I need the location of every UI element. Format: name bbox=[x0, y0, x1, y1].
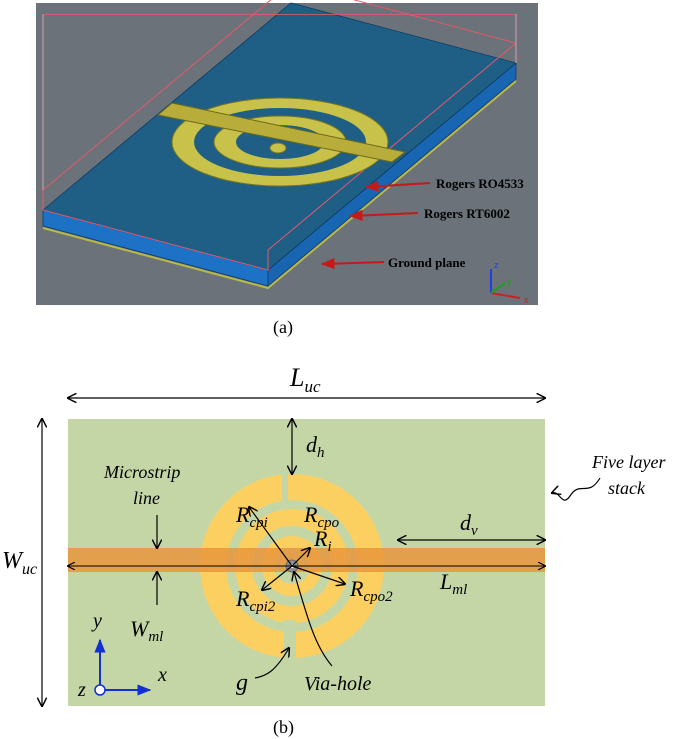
label-dv: dv bbox=[460, 510, 478, 539]
z-axis-out-of-page bbox=[94, 684, 106, 696]
axis-y-label: y bbox=[507, 277, 512, 287]
label-r-cpi2: Rcpi2 bbox=[235, 586, 276, 615]
label-wml: Wml bbox=[130, 616, 163, 645]
panel-a-3d-view: Rogers RO4533 Rogers RT6002 Ground plane… bbox=[36, 0, 538, 305]
label-microstrip-1: Microstrip bbox=[103, 462, 180, 482]
axis-z-label-2d: z bbox=[77, 679, 86, 701]
label-microstrip-2: line bbox=[133, 488, 160, 508]
r-cpi2-arrow bbox=[262, 565, 293, 590]
r-i-arrow bbox=[291, 548, 310, 567]
microstrip-line-3d bbox=[156, 102, 407, 163]
caption-a: (a) bbox=[273, 317, 293, 338]
top-layer-edge bbox=[43, 14, 516, 15]
axis-x-label-2d: x bbox=[157, 664, 167, 686]
panel-b-top-view: Luc Wuc dh dv Lml Wml Microstrip line Fi… bbox=[2, 363, 666, 706]
top-layer-outline-front bbox=[42, 42, 517, 271]
label-r-cpi: Rcpi bbox=[235, 502, 268, 531]
arrow-ground bbox=[320, 257, 385, 270]
y-axis-line bbox=[490, 282, 506, 294]
caption-b: (b) bbox=[273, 717, 294, 738]
label-five-layer-2: stack bbox=[608, 478, 646, 498]
ground-plane-edge bbox=[42, 80, 517, 290]
label-five-layer-1: Five layer bbox=[591, 452, 666, 472]
label-via-hole: Via-hole bbox=[304, 673, 372, 695]
gap-pointer bbox=[254, 648, 289, 679]
label-r-cpo2: Rcpo2 bbox=[349, 576, 393, 605]
r-cpi-arrow bbox=[249, 507, 293, 567]
axis-triad-2d: y x z bbox=[77, 610, 167, 701]
label-ro4533: Rogers RO4533 bbox=[436, 176, 524, 191]
axis-x-label: x bbox=[524, 295, 529, 305]
label-lml: Lml bbox=[439, 569, 467, 598]
label-wuc: Wuc bbox=[2, 548, 37, 578]
arrow-rt6002 bbox=[348, 209, 419, 222]
r-cpo2-arrow bbox=[291, 565, 345, 584]
via-pad-3d bbox=[269, 142, 287, 154]
label-luc: Luc bbox=[289, 363, 321, 396]
label-rt6002: Rogers RT6002 bbox=[424, 206, 510, 221]
label-g: g bbox=[236, 670, 248, 696]
label-ground-plane: Ground plane bbox=[388, 255, 466, 270]
axis-z-label: z bbox=[494, 260, 499, 270]
axis-triad-3d: z y x bbox=[490, 260, 529, 305]
five-layer-pointer bbox=[552, 477, 601, 501]
axis-y-label-2d: y bbox=[91, 610, 102, 632]
via-hole-pointer bbox=[294, 572, 333, 667]
arrow-ro4533 bbox=[364, 180, 431, 192]
label-r-cpo: Rcpo bbox=[303, 502, 340, 531]
label-r-i: Ri bbox=[313, 526, 332, 555]
x-axis-line bbox=[490, 292, 521, 299]
label-dh: dh bbox=[306, 432, 325, 461]
ring-split-top bbox=[282, 474, 288, 504]
